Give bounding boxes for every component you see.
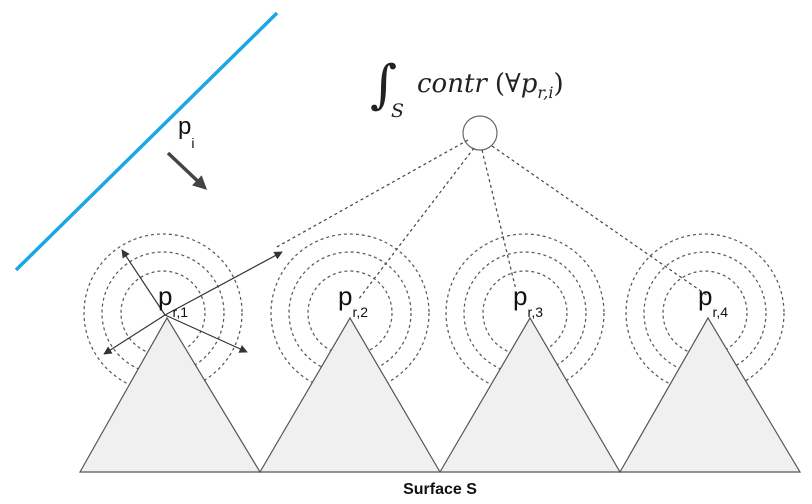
rings-pr3 — [445, 233, 605, 393]
surface-caption: Surface S — [403, 481, 477, 498]
incident-label-main: p — [178, 113, 191, 140]
integral-open-paren: ( — [495, 69, 505, 99]
integral-body: contr(∀pr,i) — [417, 69, 564, 102]
integral-domain: S — [391, 100, 404, 122]
integral-index: r,i — [537, 83, 553, 102]
rings-pr4 — [625, 233, 785, 393]
link-to-pr1 — [274, 139, 469, 249]
link-to-pr2 — [357, 147, 475, 301]
incident-label-sub: i — [191, 135, 194, 151]
point-label-pr2: pr,2 — [338, 281, 368, 320]
point-label-pr3: pr,3 — [513, 281, 543, 320]
surface-peak-2 — [258, 316, 442, 473]
surface-peak-3 — [438, 316, 622, 473]
incident-wavefront-line — [14, 11, 279, 272]
integral-close-paren: ) — [553, 69, 563, 99]
integral-forall: ∀ — [505, 69, 521, 99]
surface-peak-1 — [78, 316, 262, 473]
point-label-pr4: pr,4 — [698, 281, 728, 320]
link-to-pr4 — [491, 145, 709, 297]
collector-node — [462, 115, 498, 151]
ray-down-right — [164, 314, 248, 353]
ray-up-right — [164, 251, 283, 316]
contribution-integral: ∫ S contr(∀pr,i) — [370, 55, 564, 122]
point-label-pr1-sub: r,1 — [172, 304, 188, 320]
rings-pr1 — [83, 233, 243, 393]
point-label-pr3-sub: r,3 — [527, 304, 543, 320]
point-label-pr4-main: p — [698, 281, 712, 311]
surface — [78, 316, 802, 473]
point-label-pr2-sub: r,2 — [352, 304, 368, 320]
scattered-rays — [103, 249, 283, 355]
point-label-pr2-main: p — [338, 281, 352, 311]
point-label-pr3-main: p — [513, 281, 527, 311]
ray-down-left — [103, 314, 166, 355]
surface-peak-4 — [618, 316, 802, 473]
integral-function: contr — [417, 69, 488, 99]
point-labels: pr,1 pr,2 pr,3 pr,4 — [158, 281, 728, 320]
incident-direction-arrow — [166, 151, 208, 190]
ray-up-left — [121, 249, 166, 316]
point-label-pr4-sub: r,4 — [712, 304, 728, 320]
incident-label: pi — [178, 113, 194, 151]
contribution-links — [274, 139, 709, 301]
point-label-pr1: pr,1 — [158, 281, 188, 320]
point-label-pr1-main: p — [158, 281, 172, 311]
integral-sign: ∫ — [370, 55, 397, 115]
integral-p: p — [521, 69, 538, 99]
rings-pr2 — [270, 233, 430, 393]
link-to-pr3 — [481, 149, 517, 291]
